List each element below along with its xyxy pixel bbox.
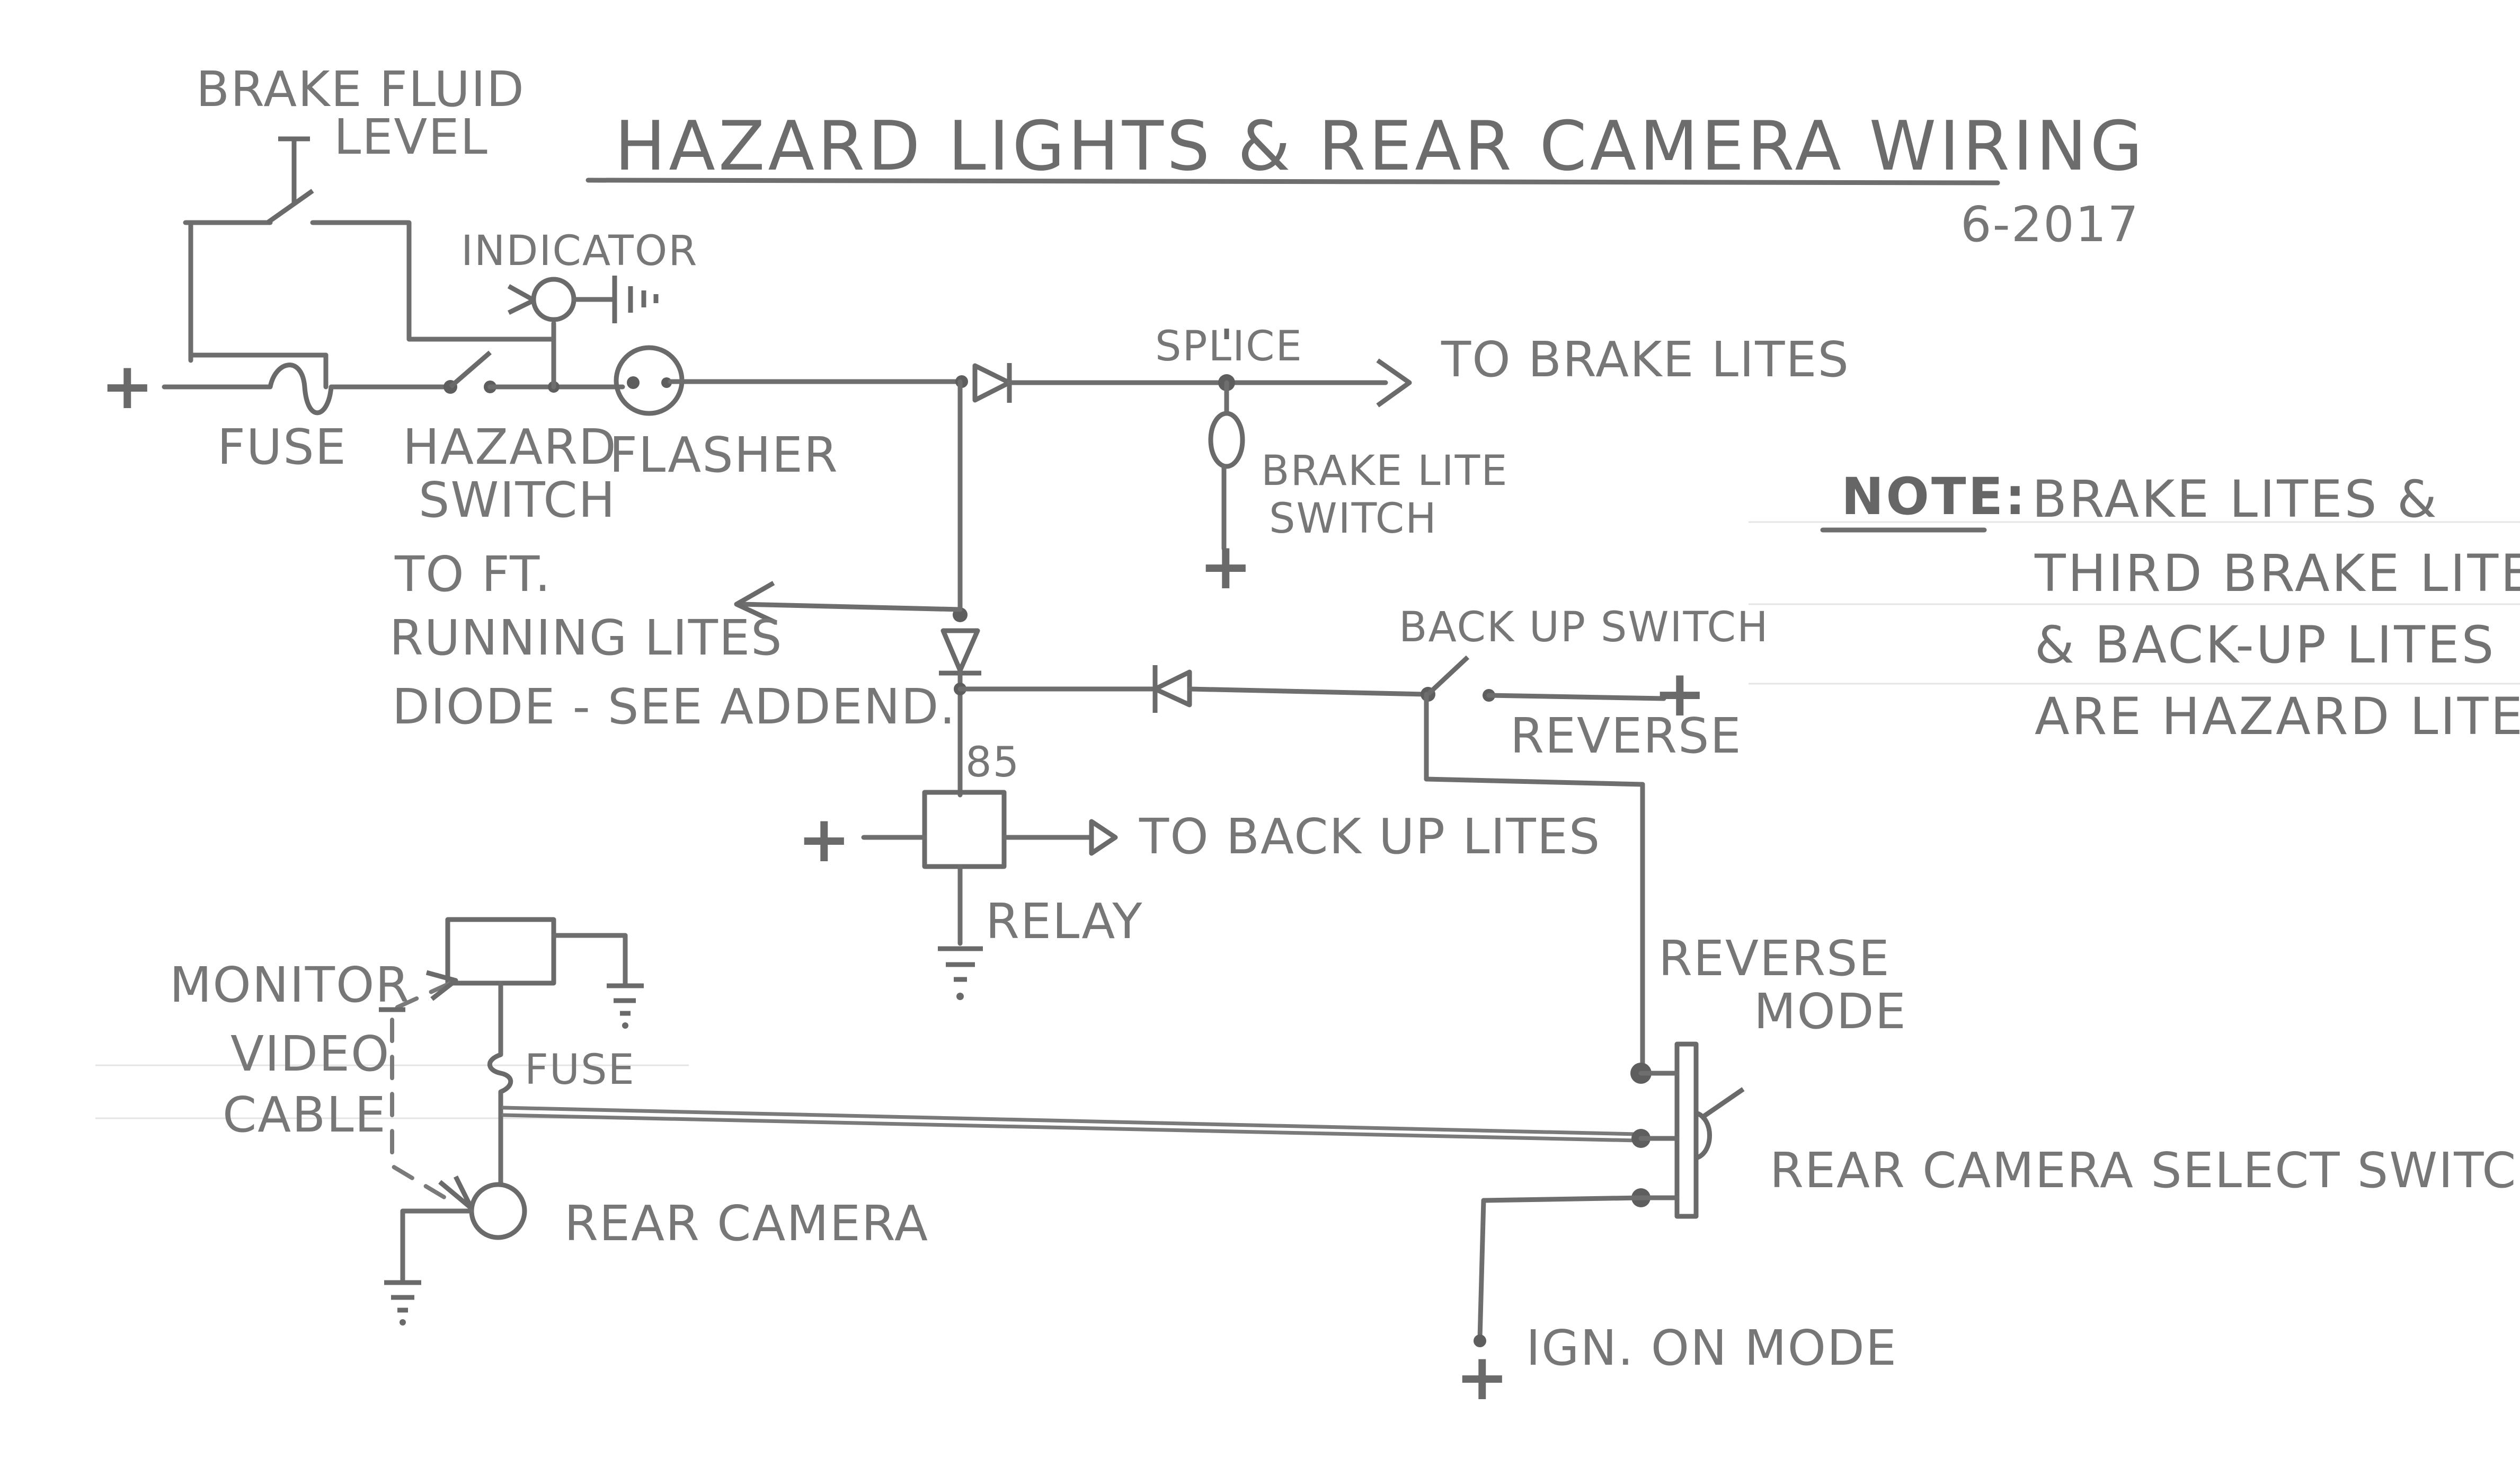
monitor-label: MONITOR [170, 957, 410, 1013]
backup-switch-label: BACK UP SWITCH [1399, 604, 1769, 651]
brake-lite-switch-label-2: SWITCH [1269, 495, 1438, 543]
indicator-lamp-icon [531, 277, 576, 322]
relay-pin-85-label: 85 [965, 739, 1020, 787]
rear-camera-label: REAR CAMERA [564, 1195, 929, 1252]
backup-switch-lever [1426, 655, 1470, 696]
diagram-date: 6-2017 [1960, 196, 2140, 253]
to-ft-label-2: RUNNING LITES [389, 609, 783, 666]
relay-positive: + [797, 803, 851, 877]
rear-camera-icon [469, 1182, 527, 1240]
video-cable-arrow-top [425, 970, 458, 1001]
reverse-label: REVERSE [1510, 708, 1742, 764]
video-cable-arrow-bottom [438, 1175, 474, 1211]
indicator-ground-icon [612, 276, 659, 323]
to-back-up-lites-arrow [1089, 819, 1118, 856]
reverse-mode-label-2: MODE [1754, 983, 1907, 1040]
relay-feed-diode-icon [939, 628, 981, 676]
hazard-switch-label-2: SWITCH [419, 472, 616, 528]
brake-lite-switch-icon [1208, 411, 1245, 469]
indicator-light-ray-1 [507, 284, 534, 302]
splice-label: SPLICE [1155, 323, 1303, 370]
to-brake-lites-label: TO BRAKE LITES [1441, 331, 1850, 388]
relay-ground-icon [938, 946, 983, 1000]
to-running-lites-arrow [734, 581, 777, 625]
hazard-switch-label-1: HAZARD [403, 419, 617, 475]
hazard-switch-lever [449, 350, 492, 389]
select-switch-label: REAR CAMERA SELECT SWITCH [1770, 1142, 2520, 1199]
ignition-terminal [1474, 1335, 1486, 1347]
running-lites-wire [739, 602, 963, 612]
brake-fluid-switch-lever [266, 189, 314, 225]
brake-fluid-label-2: LEVEL [334, 109, 489, 165]
indicator-light-ray-2 [508, 298, 534, 315]
reverse-mode-label-1: REVERSE [1658, 930, 1891, 987]
fuse-icon [268, 363, 334, 416]
camera-switch-feed-wire-a [501, 1106, 1639, 1136]
relay-label: RELAY [986, 893, 1143, 950]
diagram-title: HAZARD LIGHTS & REAR CAMERA WIRING [615, 107, 2146, 186]
monitor-icon [445, 917, 556, 986]
video-cable-label-2: CABLE [223, 1086, 387, 1143]
battery-positive-terminal: + [101, 350, 154, 423]
select-switch-toggle-icon [1695, 1087, 1745, 1161]
note-heading: NOTE: [1841, 467, 2027, 526]
ignition-wire-v [1477, 1198, 1486, 1341]
to-ft-label-1: TO FT. [394, 546, 552, 603]
ignition-positive: + [1456, 1341, 1509, 1415]
flasher-terminal-a [627, 376, 640, 389]
video-cable-label-1: VIDEO [230, 1026, 390, 1082]
brake-diode-icon [972, 363, 1012, 403]
indicator-label: INDICATOR [461, 227, 698, 275]
camera-switch-feed-wire-b [501, 1113, 1639, 1143]
note-line: BRAKE LITES & [2032, 470, 2439, 529]
to-back-up-lites-label: TO BACK UP LITES [1139, 808, 1601, 865]
camera-fuse-label: FUSE [525, 1046, 635, 1094]
diode-note-label: DIODE - SEE ADDEND. [392, 678, 956, 735]
ign-on-mode-label: IGN. ON MODE [1526, 1320, 1897, 1376]
note-line: ARE HAZARD LITES [2035, 687, 2520, 746]
backup-switch-positive: + [1653, 657, 1707, 731]
ignition-wire-h [1481, 1195, 1644, 1203]
reverse-feed-wire-across [1424, 776, 1645, 787]
backup-branch-wire-right [1187, 686, 1428, 697]
video-cable [390, 981, 452, 1200]
relay-icon [922, 790, 1007, 869]
brake-lite-switch-label-1: BRAKE LITE [1261, 447, 1509, 495]
camera-fuse-icon [487, 1052, 513, 1094]
monitor-ground-icon [607, 983, 644, 1029]
fuse-label: FUSE [217, 419, 347, 475]
backup-diode-icon [1152, 665, 1192, 713]
paper-rulings [95, 521, 2520, 1119]
note-line: & BACK-UP LITES [2035, 615, 2496, 675]
backup-switch-supply-wire [1486, 693, 1666, 701]
brake-switch-positive: + [1199, 530, 1253, 604]
select-switch-body [1674, 1041, 1699, 1219]
title-underline [585, 178, 2000, 185]
camera-ground-icon [384, 1280, 421, 1326]
to-brake-lites-arrow [1376, 358, 1412, 408]
note-line: THIRD BRAKE LITE [2034, 544, 2520, 603]
brake-fluid-label-1: BRAKE FLUID [196, 61, 525, 118]
flasher-label: FLASHER [609, 427, 839, 483]
